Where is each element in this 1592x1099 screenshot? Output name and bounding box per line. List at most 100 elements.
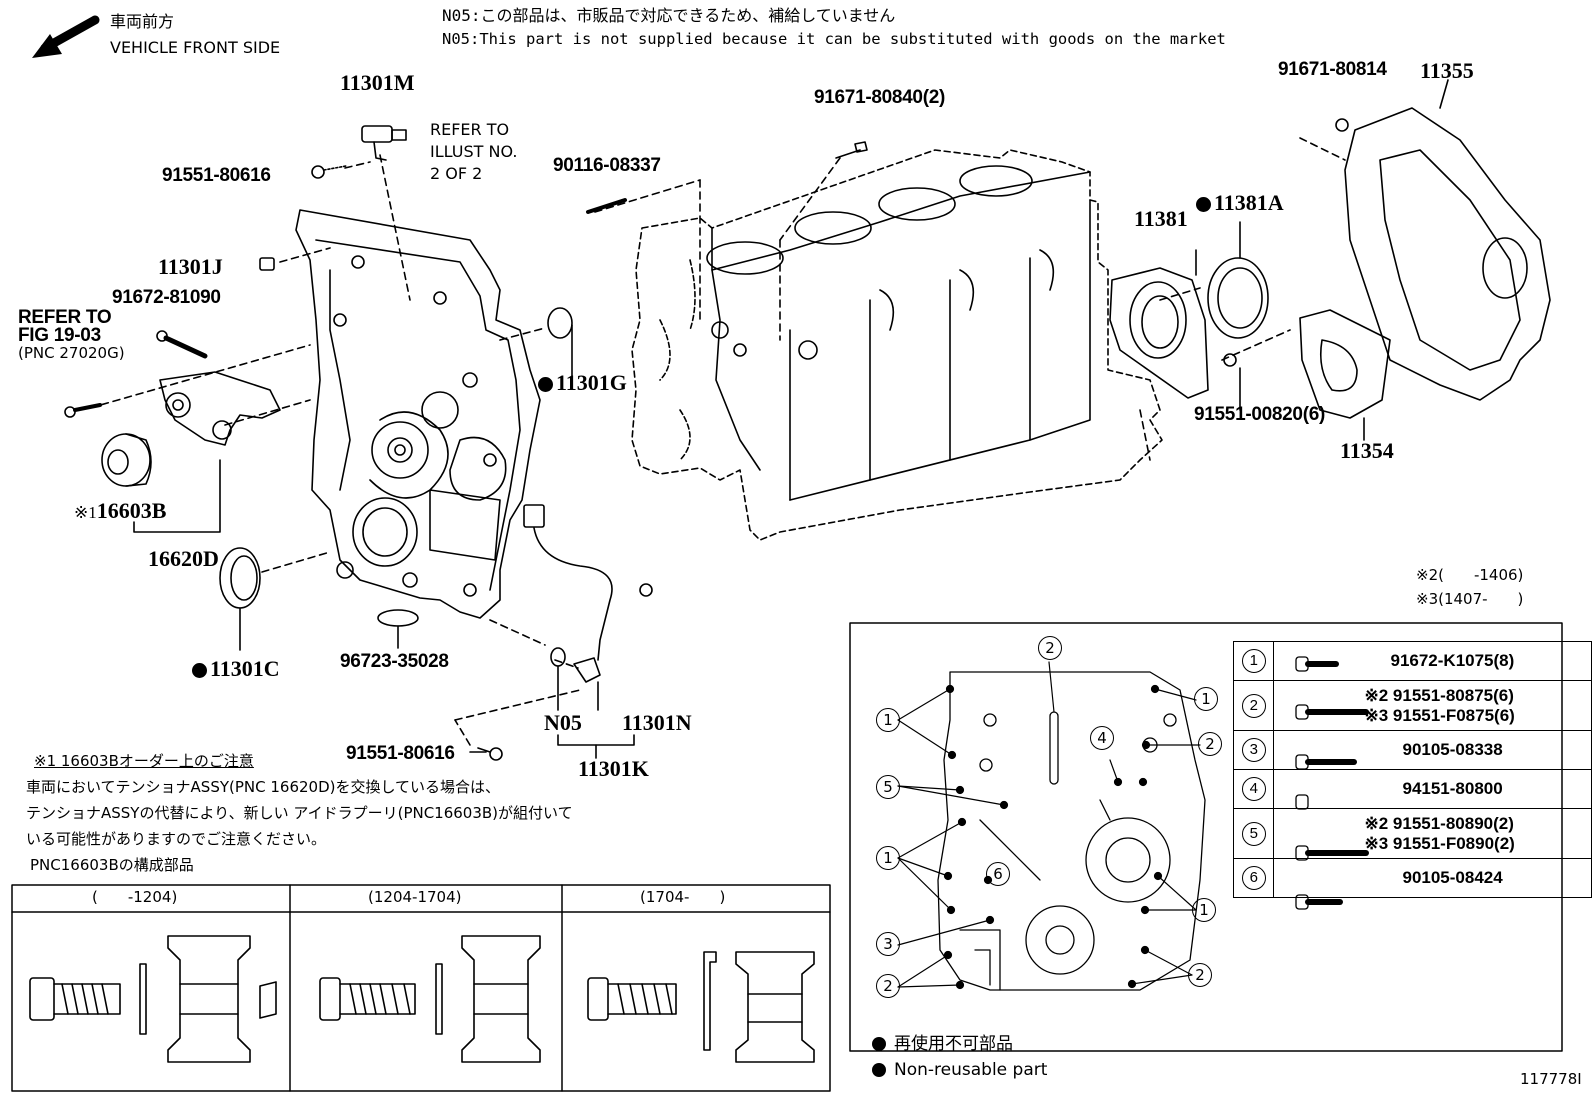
part-label-11301J: 11301J	[158, 254, 223, 279]
inset-callout-6: 6	[986, 862, 1010, 886]
bolt-icon	[311, 165, 347, 179]
oil-seal-retainer	[1109, 249, 1209, 399]
part-label-11301M: 11301M	[340, 70, 415, 95]
bolt-key-table: 1 91672-K1075(8) 2 ※2 91551-80875(6)※3 9…	[1232, 641, 1592, 898]
inset-cover-drawing	[937, 671, 1206, 991]
inset-callout-5: 5	[876, 775, 900, 799]
part-label-11301C: 11301C	[192, 658, 280, 680]
inset-callout-2: 2	[876, 974, 900, 998]
part-label-90116-08337: 90116-08337	[553, 155, 661, 176]
component-col-header-1: ( -1204)	[92, 888, 178, 906]
part-label-11301K: 11301K	[578, 756, 649, 781]
part-label-91671-80814: 91671-80814	[1278, 59, 1387, 80]
bracket-line	[557, 734, 635, 746]
key-part-number: ※2 91551-80890(2)	[1364, 813, 1514, 833]
component-table-frame	[11, 884, 831, 1092]
inset-callouts	[897, 661, 1201, 990]
inset-callout-1: 1	[1194, 687, 1218, 711]
note-n05-jp: N05:この部品は、市販品で対応できるため、補給していません	[442, 6, 896, 25]
inset-callout-1: 1	[876, 708, 900, 732]
notice-line-1: 車両においてテンショナASSY(PNC 16620D)を交換している場合は、	[26, 778, 501, 796]
notice-line-3: いる可能性がありますのでご注意ください。	[26, 830, 327, 848]
front-side-label-en: VEHICLE FRONT SIDE	[110, 38, 281, 57]
stud-bolt-icon	[586, 198, 627, 214]
key-part-number: 94151-80800	[1402, 779, 1503, 798]
inset-callout-1: 1	[876, 846, 900, 870]
key-row: 4 94151-80800	[1232, 769, 1592, 809]
key-part-number: 90105-08424	[1402, 868, 1503, 887]
refer-fig-1: REFER TO	[18, 307, 112, 328]
timing-chain-cover	[295, 209, 541, 619]
component-col-header-3: (1704- )	[640, 888, 726, 906]
non-reusable-dot-icon	[872, 1037, 886, 1051]
non-reusable-dot-icon	[192, 663, 207, 678]
tensioner-assembly	[159, 371, 281, 446]
part-label-91551-80616-bottom: 91551-80616	[346, 743, 455, 764]
refer-illust-1: REFER TO	[430, 120, 510, 139]
key-part-number: 90105-08338	[1402, 740, 1503, 759]
key-part-number: ※3 91551-F0875(6)	[1364, 705, 1515, 725]
notice-line-2: テンショナASSYの代替により、新しい アイドラプーリ(PNC16603B)が組…	[26, 804, 573, 822]
note-n05-en: N05:This part is not supplied because it…	[442, 30, 1226, 48]
part-label-91551-00820: 91551-00820(6)	[1194, 404, 1326, 425]
bolt-icon	[156, 330, 208, 359]
notice-line-4: PNC16603Bの構成部品	[30, 856, 194, 874]
bolt-icon	[1223, 353, 1241, 411]
key-row: 3 90105-08338	[1232, 730, 1592, 770]
non-reusable-dot-icon	[872, 1063, 886, 1077]
part-label-16603B: ※116603B	[74, 498, 167, 523]
refer-fig-2: FIG 19-03	[18, 325, 101, 346]
key-row: 2 ※2 91551-80875(6)※3 91551-F0875(6)	[1232, 680, 1592, 731]
key-row: 1 91672-K1075(8)	[1232, 641, 1592, 681]
component-col-header-2: (1204-1704)	[368, 888, 462, 906]
cylinder-block	[631, 149, 1163, 541]
rear-oil-seal	[1207, 221, 1269, 339]
serial-range-2: ※2( -1406)	[1416, 566, 1524, 584]
part-label-11301N: 11301N	[622, 710, 692, 735]
bracket-line	[133, 459, 221, 533]
bolt-icon	[835, 141, 868, 159]
legend-non-reusable-en: Non-reusable part	[872, 1062, 1047, 1079]
part-label-91672-81090: 91672-81090	[112, 287, 221, 308]
key-row: 5 ※2 91551-80890(2)※3 91551-F0890(2)	[1232, 808, 1592, 859]
part-label-11301G: 11301G	[538, 372, 627, 394]
refer-fig-3: (PNC 27020G)	[18, 344, 125, 362]
cover-plate	[1299, 309, 1391, 441]
part-label-11354: 11354	[1340, 438, 1394, 463]
leader-lines	[89, 137, 1346, 746]
idler-pulley	[101, 433, 152, 487]
plug-icon	[259, 257, 275, 271]
inset-callout-2: 2	[1188, 963, 1212, 987]
refer-illust-2: ILLUST NO.	[430, 142, 518, 161]
key-part-number: ※3 91551-F0890(2)	[1364, 833, 1515, 853]
key-part-number: ※2 91551-80875(6)	[1364, 685, 1514, 705]
inset-callout-3: 3	[876, 932, 900, 956]
oil-seal	[219, 547, 261, 609]
non-reusable-dot-icon	[538, 377, 553, 392]
inset-callout-1: 1	[1192, 898, 1216, 922]
part-label-16620D: 16620D	[148, 546, 219, 571]
part-label-11355: 11355	[1420, 58, 1474, 83]
part-label-96723-35028: 96723-35028	[340, 651, 449, 672]
legend-non-reusable-jp: 再使用不可部品	[872, 1036, 1013, 1053]
front-side-label-jp: 車両前方	[110, 12, 175, 31]
serial-range-3: ※3(1407- )	[1416, 590, 1524, 608]
inset-callout-2: 2	[1198, 732, 1222, 756]
o-ring	[550, 647, 566, 667]
illustration-number: 117778I	[1520, 1070, 1582, 1088]
part-label-N05: N05	[544, 710, 582, 735]
refer-illust-3: 2 OF 2	[430, 164, 483, 183]
notice-title: ※1 16603Bオーダー上のご注意	[34, 752, 254, 770]
part-label-11381: 11381	[1134, 206, 1188, 231]
crank-position-sensor	[523, 504, 653, 683]
part-label-91551-80616-top: 91551-80616	[162, 165, 271, 186]
key-row: 6 90105-08424	[1232, 858, 1592, 898]
inset-callout-2: 2	[1038, 636, 1062, 660]
front-direction-arrow-icon	[32, 15, 100, 58]
part-label-11381A: 11381A	[1196, 192, 1284, 214]
engine-rear-end-plate	[1335, 79, 1551, 401]
cam-position-sensor	[361, 125, 407, 161]
inset-callout-4: 4	[1090, 726, 1114, 750]
o-ring	[547, 307, 573, 339]
component-drawings	[29, 935, 815, 1063]
